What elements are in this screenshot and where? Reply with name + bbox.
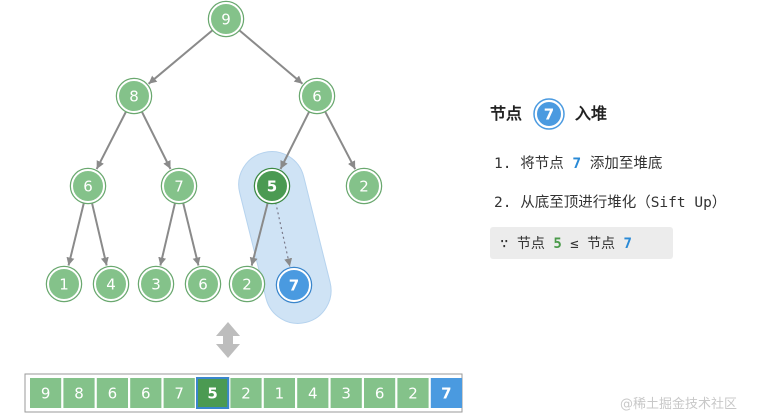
tree-node-value: 8 xyxy=(129,88,139,106)
tree-node-value: 4 xyxy=(106,276,116,294)
array-cell: 3 xyxy=(330,378,362,408)
edge-n5-n12 xyxy=(275,202,293,267)
array-cell-value: 7 xyxy=(174,385,184,403)
step-2: 2. 从底至顶进行堆化（Sift Up） xyxy=(494,194,726,211)
array-cell: 6 xyxy=(130,378,162,408)
tree-node: 4 xyxy=(92,265,130,303)
tree-node-value: 6 xyxy=(198,276,208,294)
array-cell-value: 7 xyxy=(441,385,451,403)
edge-n4-n9 xyxy=(158,202,177,266)
array-cell-value: 4 xyxy=(308,385,318,403)
panel-title-suffix: 入堆 xyxy=(575,104,607,123)
array-cell: 9 xyxy=(30,378,62,408)
tree-node-value: 2 xyxy=(359,178,369,196)
array-cell-value: 2 xyxy=(408,385,418,403)
array-cell-value: 3 xyxy=(341,385,351,403)
tree-node: 8 xyxy=(115,77,153,115)
tree-node: 3 xyxy=(137,265,175,303)
array-cell-value: 6 xyxy=(108,385,118,403)
tree-node-value: 2 xyxy=(242,276,252,294)
tree-node-value: 5 xyxy=(267,178,277,196)
edge-n3-n7 xyxy=(66,202,85,266)
tree-node-value: 3 xyxy=(151,276,161,294)
array-cell: 2 xyxy=(397,378,429,408)
edge-n1-n3 xyxy=(95,110,128,170)
array-cell: 5 xyxy=(196,377,230,409)
tree-node-inserted: 7 xyxy=(275,266,313,304)
step-1: 1. 将节点 7 添加至堆底 xyxy=(494,155,662,172)
tree-node: 6 xyxy=(69,167,107,205)
tree-edges xyxy=(66,29,357,267)
tree-node-value: 6 xyxy=(83,178,93,196)
tree-node: 6 xyxy=(184,265,222,303)
watermark: @稀土掘金技术社区 xyxy=(620,396,737,412)
edge-n2-n6 xyxy=(323,110,357,170)
explanation-panel: 节点 7 入堆 1. 将节点 7 添加至堆底 2. 从底至顶进行堆化（Sift … xyxy=(490,98,726,259)
panel-title-value: 7 xyxy=(544,106,554,124)
tree-node-value: 6 xyxy=(312,88,322,106)
edge-n1-n4 xyxy=(140,110,172,170)
tree-node-parent: 5 xyxy=(253,167,291,205)
array-cell: 4 xyxy=(297,378,329,408)
tree-nodes: 9 8 6 6 7 5 2 1 4 3 6 2 7 xyxy=(45,0,383,304)
heap-array: 9 8 6 6 7 5 2 1 4 3 6 2 7 xyxy=(24,373,463,413)
tree-node: 1 xyxy=(45,265,83,303)
panel-title-prefix: 节点 xyxy=(490,104,522,123)
tree-node: 2 xyxy=(345,167,383,205)
edge-n3-n8 xyxy=(90,202,109,266)
edge-n2-n5 xyxy=(279,110,311,170)
array-cell-value: 6 xyxy=(141,385,151,403)
array-cell: 7 xyxy=(430,378,462,408)
panel-title-node-badge xyxy=(535,100,563,128)
swap-arrow-icon xyxy=(216,322,240,358)
array-cell: 2 xyxy=(230,378,262,408)
array-cell: 6 xyxy=(364,378,396,408)
array-cell-value: 2 xyxy=(241,385,251,403)
tree-node-value: 9 xyxy=(221,11,231,29)
array-cell: 8 xyxy=(63,378,95,408)
condition-box xyxy=(490,227,673,259)
edge-n5-n11 xyxy=(249,202,269,266)
tree-node: 9 xyxy=(207,0,245,38)
edge-n0-n2 xyxy=(238,29,304,85)
tree-node-value: 1 xyxy=(59,276,69,294)
condition-text: ∵ 节点 5 ≤ 节点 7 xyxy=(500,236,632,252)
tree-node-value: 7 xyxy=(174,178,184,196)
tree-node-value: 7 xyxy=(289,277,299,295)
array-cell-value: 5 xyxy=(207,385,217,403)
tree-node: 6 xyxy=(298,77,336,115)
array-cell-value: 8 xyxy=(74,385,84,403)
array-cell-value: 1 xyxy=(275,385,285,403)
edge-n0-n1 xyxy=(147,29,214,85)
array-cell: 6 xyxy=(96,378,128,408)
tree-node: 2 xyxy=(228,265,266,303)
array-cell-value: 6 xyxy=(375,385,385,403)
sift-path-highlight xyxy=(238,151,332,324)
array-cell: 7 xyxy=(163,378,195,408)
array-cell-value: 9 xyxy=(41,385,51,403)
tree-node: 7 xyxy=(160,167,198,205)
edge-n4-n10 xyxy=(182,202,201,266)
array-cell: 1 xyxy=(263,378,295,408)
